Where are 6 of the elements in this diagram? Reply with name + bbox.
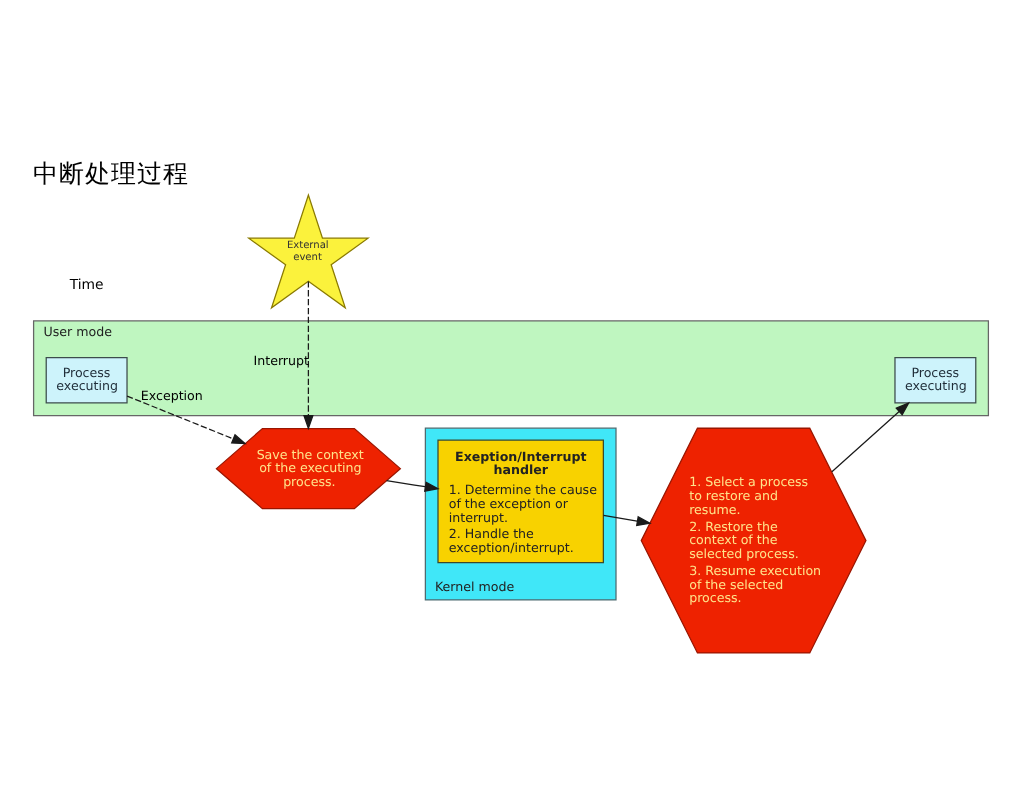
diagram-title: 中断处理过程 bbox=[31, 157, 188, 188]
arrow bbox=[384, 479, 439, 491]
arrow bbox=[125, 394, 246, 444]
arrow bbox=[302, 279, 313, 430]
arrow bbox=[830, 400, 910, 472]
arrow bbox=[601, 513, 651, 526]
